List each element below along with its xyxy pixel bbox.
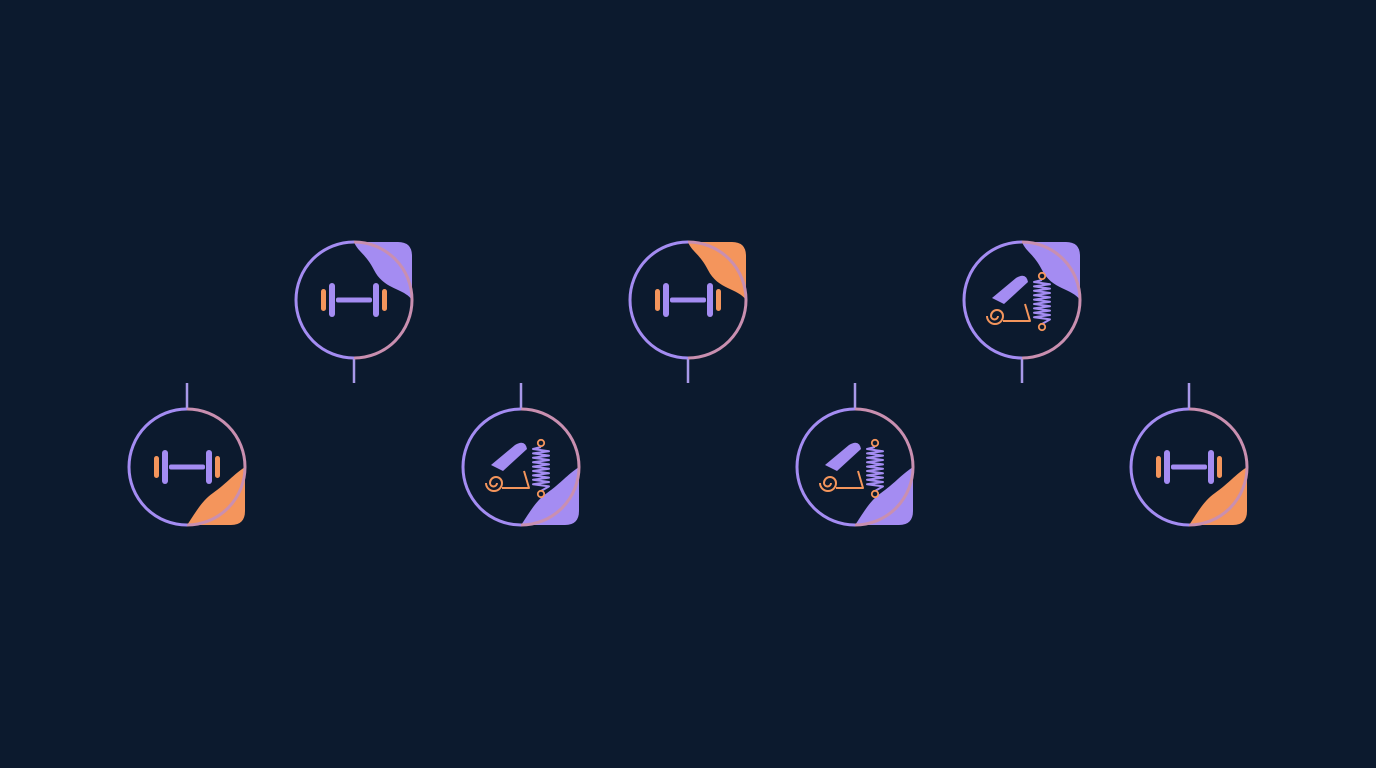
node-ring <box>127 407 247 527</box>
timeline-node <box>294 240 414 383</box>
node-corner-badge <box>1189 467 1247 525</box>
node-corner-badge <box>688 242 746 300</box>
timeline-node <box>1129 383 1249 527</box>
timeline-node <box>628 240 748 383</box>
node-ring <box>795 407 915 527</box>
timeline-nodes <box>127 240 1249 527</box>
yoga-mat-spring-icon <box>485 438 550 499</box>
node-ring <box>1129 407 1249 527</box>
timeline-node <box>461 383 581 527</box>
dumbbell-icon <box>154 450 220 484</box>
node-corner-badge <box>1022 242 1080 300</box>
timeline-node <box>962 240 1082 383</box>
node-corner-badge <box>187 467 245 525</box>
dumbbell-icon <box>655 283 721 317</box>
dumbbell-icon <box>1156 450 1222 484</box>
node-ring <box>461 407 581 527</box>
timeline-node <box>795 383 915 527</box>
yoga-mat-spring-icon <box>819 438 884 499</box>
node-corner-badge <box>521 467 579 525</box>
node-corner-badge <box>354 242 412 300</box>
timeline-node <box>127 383 247 527</box>
node-ring <box>294 240 414 360</box>
yoga-mat-spring-icon <box>986 271 1051 332</box>
node-corner-badge <box>855 467 913 525</box>
dumbbell-icon <box>321 283 387 317</box>
node-ring <box>962 240 1082 360</box>
node-ring <box>628 240 748 360</box>
